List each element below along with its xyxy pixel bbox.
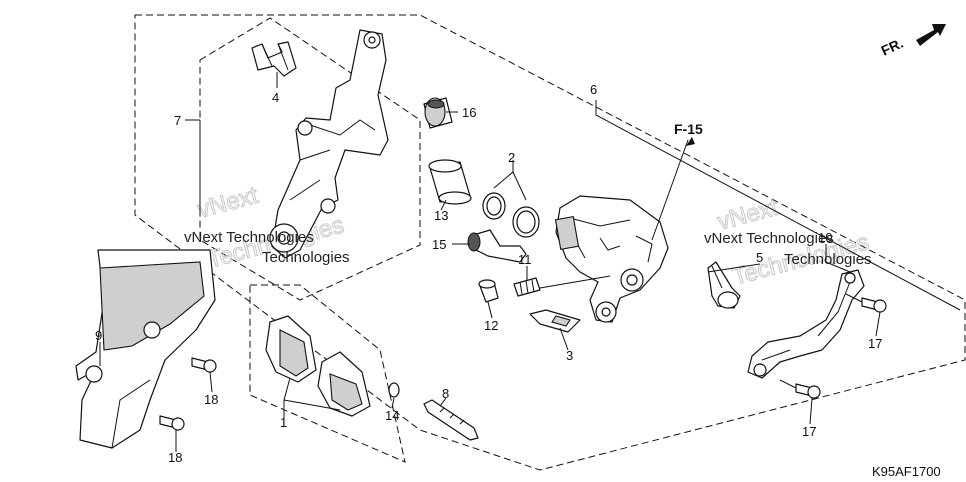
part-5-slide-pin (707, 261, 741, 309)
group-outline-bracket (199, 17, 421, 301)
callout-5: 5 (756, 250, 763, 265)
part-10-caliper-guard (747, 269, 865, 379)
callout-1: 1 (280, 415, 287, 430)
part-6-caliper-body (554, 195, 669, 323)
front-direction-label: FR. (879, 35, 906, 59)
watermark-text-right-2: Technologies (784, 251, 872, 268)
group-outline-caliper-assembly (134, 14, 966, 471)
callout-4: 4 (272, 90, 279, 105)
part-7-caliper-bracket (269, 29, 389, 259)
front-direction-indicator: FR. (879, 24, 946, 59)
part-18-bolt-lower (159, 415, 185, 431)
watermark-text-right: vNext Technologies (704, 230, 834, 247)
callout-6: 6 (590, 82, 597, 97)
callout-11: 11 (518, 252, 532, 267)
callout-labels: 4 7 16 6 2 13 15 11 12 3 5 10 17 17 9 18… (95, 82, 882, 465)
callout-13: 13 (434, 208, 448, 223)
callout-12: 12 (484, 318, 498, 333)
callout-3: 3 (566, 348, 573, 363)
part-11-bleeder-screw (513, 277, 541, 297)
callout-7: 7 (174, 113, 181, 128)
callout-18-lower: 18 (168, 450, 182, 465)
part-12-bleeder-cap (478, 279, 499, 303)
leader-lines (99, 72, 961, 452)
part-18-bolt-upper (191, 357, 217, 373)
part-16-boot (423, 97, 453, 129)
part-4-pad-spring-clip (251, 41, 297, 77)
callout-17-upper: 17 (868, 336, 882, 351)
callout-15: 15 (432, 237, 446, 252)
part-2-piston-seals (482, 192, 540, 238)
part-13-piston (428, 159, 472, 205)
callout-14: 14 (385, 408, 399, 423)
front-arrow-icon (916, 24, 946, 46)
svg-text:vNext: vNext (195, 182, 262, 224)
part-14-pin-clip (388, 382, 400, 398)
reference-arrow-icon (686, 137, 695, 146)
reference-code: F-15 (674, 121, 703, 137)
watermark-text-left: vNext Technologies (184, 229, 314, 246)
diagram-code: K95AF1700 (872, 464, 941, 479)
callout-18-upper: 18 (204, 392, 218, 407)
callout-17-lower: 17 (802, 424, 816, 439)
callout-9: 9 (95, 328, 102, 343)
watermark-text-left-2: Technologies (262, 249, 350, 266)
part-8-pad-pin (423, 399, 479, 441)
callout-8: 8 (442, 386, 449, 401)
callout-16: 16 (462, 105, 476, 120)
callout-2: 2 (508, 150, 515, 165)
part-9-disc-cover (75, 249, 216, 449)
part-1-brake-pads (265, 315, 371, 417)
part-3-pad-retainer (529, 309, 581, 333)
part-17-bolt-upper (845, 293, 887, 313)
part-17-bolt-lower (779, 379, 821, 399)
part-15-pin (467, 229, 527, 263)
callout-10: 10 (818, 230, 832, 245)
